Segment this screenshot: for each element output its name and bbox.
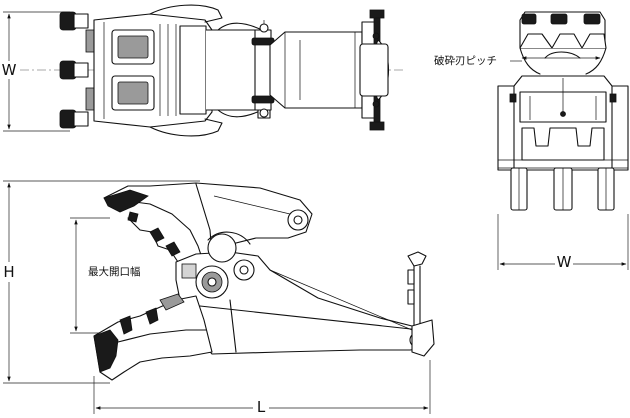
top-view-cylinder	[269, 31, 363, 109]
top-view-teeth	[59, 11, 97, 129]
side-view-mount	[407, 251, 435, 357]
top-view-bracket	[359, 9, 389, 131]
top-view-jaw	[93, 4, 223, 137]
front-view-legs	[510, 167, 615, 211]
height-dimension: H	[0, 180, 200, 384]
top-view-width-label: W	[2, 61, 17, 79]
max-opening-dimension: 最大開口幅	[70, 217, 141, 334]
height-label: H	[3, 263, 14, 281]
length-label: L	[257, 398, 266, 416]
length-dimension: L	[93, 360, 431, 416]
max-opening-label: 最大開口幅	[88, 265, 141, 278]
side-view-upper-jaw	[103, 182, 313, 271]
front-view-width-dimension: W	[497, 214, 629, 271]
front-view-body	[497, 75, 629, 171]
front-view: 破砕刃ピッチ	[434, 11, 629, 271]
front-view-upper-jaw	[519, 11, 607, 75]
blade-pitch-callout: 破砕刃ピッチ	[434, 54, 601, 67]
top-view-frame	[206, 20, 275, 119]
side-view-lower-jaw	[93, 293, 213, 381]
top-view-width-dimension: W	[0, 11, 70, 132]
side-view: H 最大開口幅	[0, 180, 435, 416]
top-view: W	[0, 4, 405, 137]
blade-pitch-label: 破砕刃ピッチ	[434, 54, 497, 67]
front-view-width-label: W	[557, 253, 572, 271]
side-view-body	[175, 231, 431, 355]
